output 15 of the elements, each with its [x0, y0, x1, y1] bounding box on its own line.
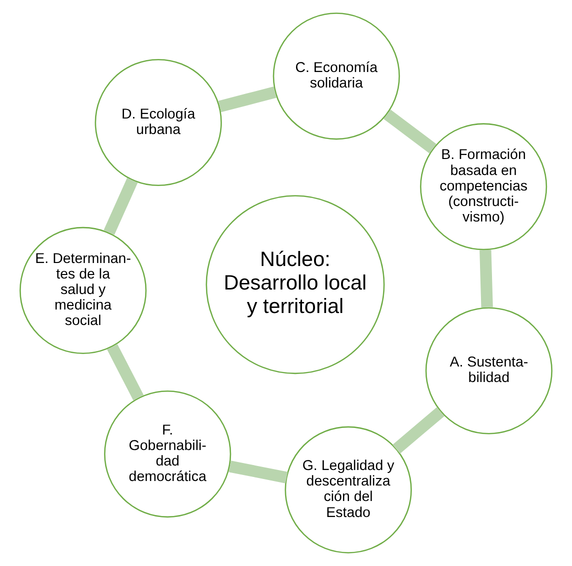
node-circle: A. Sustenta- bilidad: [425, 307, 552, 434]
node-circle: B. Formación basada en competencias (constructi- vismo): [420, 123, 548, 250]
node-circle: D. Ecología urbana: [94, 58, 222, 186]
connector: [104, 178, 138, 235]
node-circle: G. Legalidad y descentraliza ción del Estado: [284, 426, 412, 554]
connector: [228, 460, 288, 484]
connector: [480, 250, 493, 308]
connector: [106, 344, 144, 400]
node-circle: C. Economía solidaria: [272, 12, 400, 140]
connector: [218, 86, 277, 112]
node-circle: Núcleo: Desarrollo local y territorial: [206, 195, 385, 374]
node-circle: F. Gobernabili- dad democrática: [104, 390, 232, 518]
node-circle: E. Determinan- tes de la salud y medicina social: [20, 226, 147, 354]
connector: [392, 407, 444, 454]
connector: [384, 110, 436, 154]
